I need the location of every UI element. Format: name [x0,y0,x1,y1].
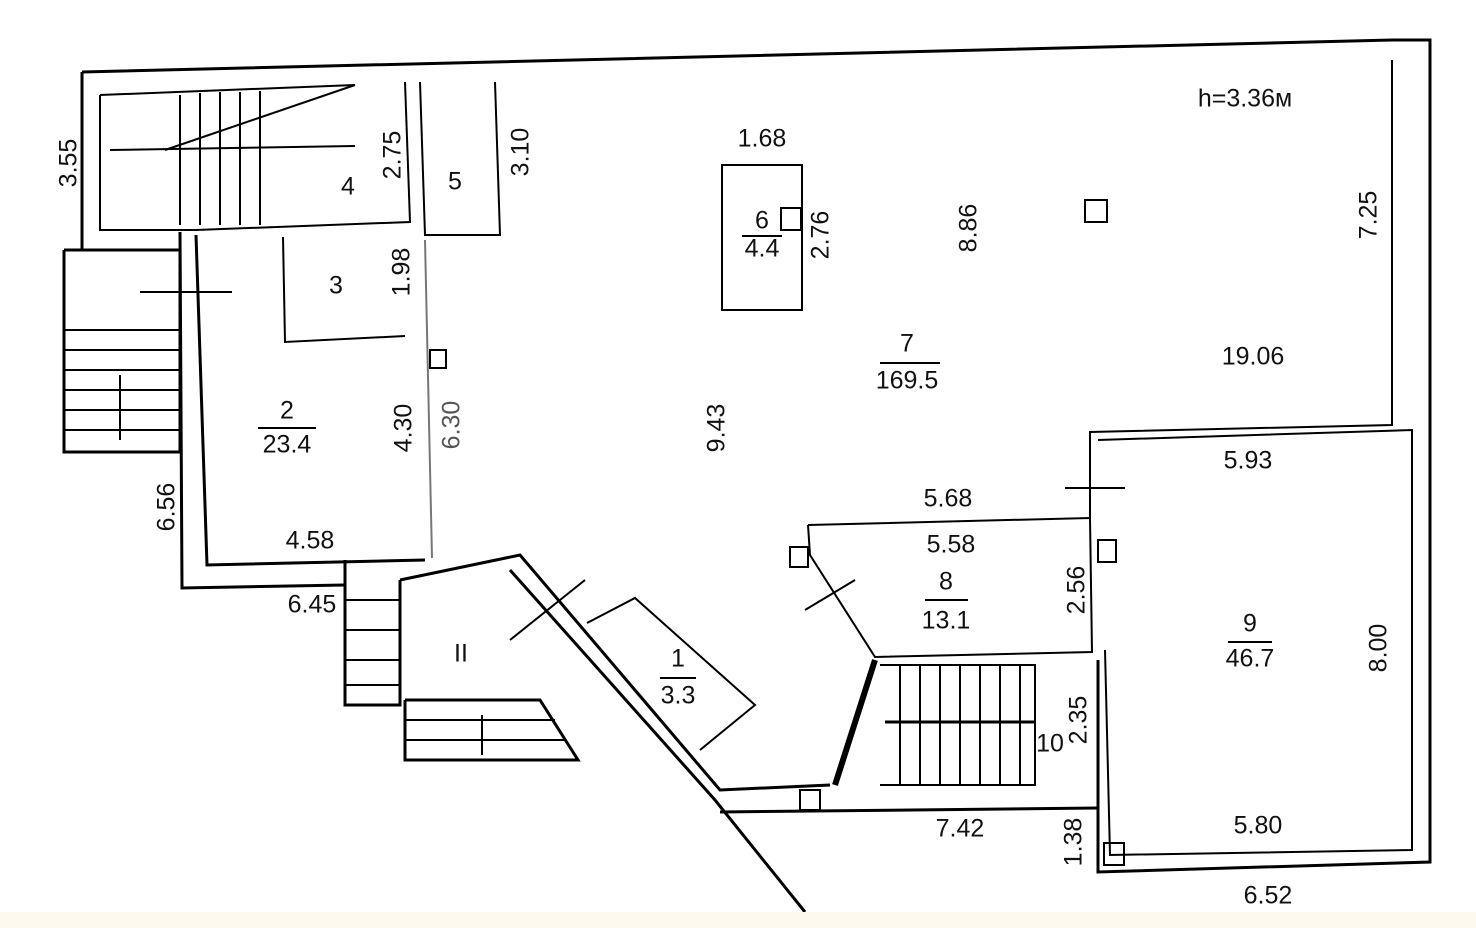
dimension: 2.76 [807,211,835,260]
bottom-strip [0,912,1476,928]
dimension: 9.43 [703,404,731,453]
room-number: 4 [341,173,355,201]
room-number: 1 [671,645,685,673]
room-number: 8 [939,568,953,596]
dimension: 5.80 [1234,812,1283,840]
room-number: 3 [329,272,343,300]
room-area: 169.5 [876,367,939,395]
ceiling-height: h=3.36м [1198,85,1292,113]
dimension: 7.25 [1355,191,1383,240]
dimension: 2.75 [379,131,407,180]
labels: h=3.36м 1.68 6 4.4 7 169.5 19.06 5.93 5.… [55,85,1393,910]
dimension: 6.52 [1244,882,1293,910]
dimension: 8.00 [1365,624,1393,673]
dimension: 2.56 [1063,566,1091,615]
dimension: 5.58 [927,531,976,559]
room-area: 13.1 [922,607,971,635]
stair-label: II [454,640,468,668]
dimension: 7.42 [936,815,985,843]
room-area: 4.4 [745,235,780,263]
room-number: 2 [280,397,294,425]
dimension: 19.06 [1222,343,1285,371]
dimension: 6.56 [153,483,181,532]
dimension: 6.45 [288,591,337,619]
room-area: 3.3 [661,682,696,710]
dimension: 4.30 [390,404,418,453]
dimension: 4.58 [286,527,335,555]
room-number: 6 [755,207,769,235]
room-number: 10 [1036,730,1064,758]
room-area: 46.7 [1226,645,1275,673]
dimension: 3.10 [507,128,535,177]
dimension: 1.68 [738,125,787,153]
room-area: 23.4 [263,431,312,459]
dimension: 3.55 [55,139,83,188]
walls [62,38,1432,913]
dimension: 1.38 [1060,818,1088,867]
room-number: 9 [1243,610,1257,638]
dimension: 1.98 [388,248,416,297]
room-number: 5 [448,168,462,196]
dimension: 5.93 [1224,447,1273,475]
dimension: 5.68 [924,485,973,513]
dimension: 6.30 [438,401,466,450]
dimension: 8.86 [955,204,983,253]
room-number: 7 [900,330,914,358]
dimension: 2.35 [1065,696,1093,745]
